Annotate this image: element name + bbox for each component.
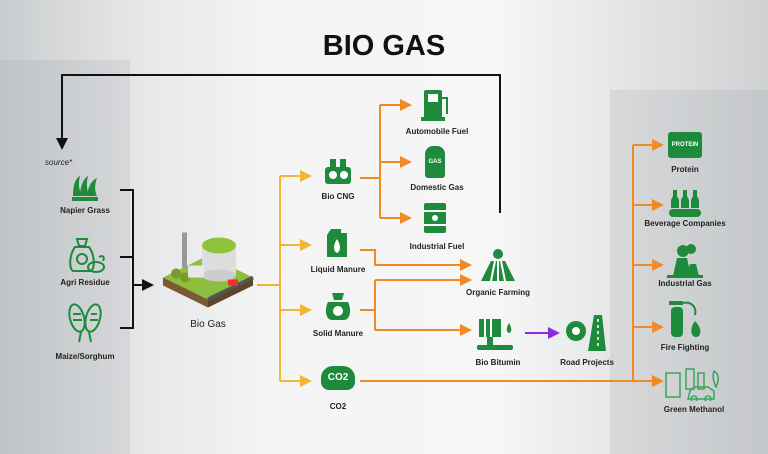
co2-cloud-icon: CO2 (321, 366, 355, 390)
co2-use-label: Green Methanol (663, 405, 725, 414)
fuel-barrel-icon (424, 203, 446, 233)
green-methanol-icon (665, 368, 719, 401)
feedstock-label: Maize/Sorghum (55, 352, 115, 361)
road-projects-icon (566, 315, 606, 351)
product-label: CO2 (329, 402, 347, 411)
fuel-pump-icon (421, 90, 448, 121)
product-label: Solid Manure (312, 329, 364, 338)
organic-farming-label: Organic Farming (465, 288, 531, 297)
feedback-line (56, 74, 501, 213)
bio-bitumin-icon (477, 319, 513, 350)
co2-use-label: Fire Fighting (660, 343, 710, 352)
solid-manure-icon (325, 293, 351, 320)
industrial-gas-icon (667, 244, 703, 278)
feedstock-bracket (120, 189, 134, 329)
source-label: source* (45, 158, 73, 167)
corn-icon (68, 303, 102, 343)
refinery-background-left (0, 60, 130, 454)
co2-use-label: Beverage Companies (644, 219, 726, 228)
co2-use-label: Protein (671, 165, 699, 174)
center-label: Bio Gas (190, 319, 226, 330)
bio-cng-icon (325, 159, 351, 184)
organic-farming-icon (481, 249, 515, 282)
product-label: Liquid Manure (310, 265, 366, 274)
road-projects-label: Road Projects (560, 358, 614, 367)
liquid-manure-icon (327, 229, 347, 257)
cng-use-label: Domestic Gas (410, 183, 464, 192)
gas-cylinder-icon: GAS (425, 146, 445, 178)
cng-use-label: Automobile Fuel (405, 127, 469, 136)
protein-icon: PROTEIN (668, 132, 702, 158)
beverage-bottles-icon (669, 190, 701, 217)
bio-bitumin-label: Bio Bitumin (475, 358, 521, 367)
product-label: Bio CNG (321, 192, 355, 201)
biogas-plant-icon (163, 232, 254, 308)
cng-use-label: Industrial Fuel (409, 242, 465, 251)
feedstock-label: Agri Residue (60, 278, 110, 287)
feedstock-label: Napier Grass (60, 206, 110, 215)
fire-extinguisher-icon (669, 301, 701, 337)
co2-use-label: Industrial Gas (658, 279, 712, 288)
grass-icon (72, 176, 98, 201)
page-title: BIO GAS (322, 30, 446, 62)
sack-icon (69, 238, 105, 273)
